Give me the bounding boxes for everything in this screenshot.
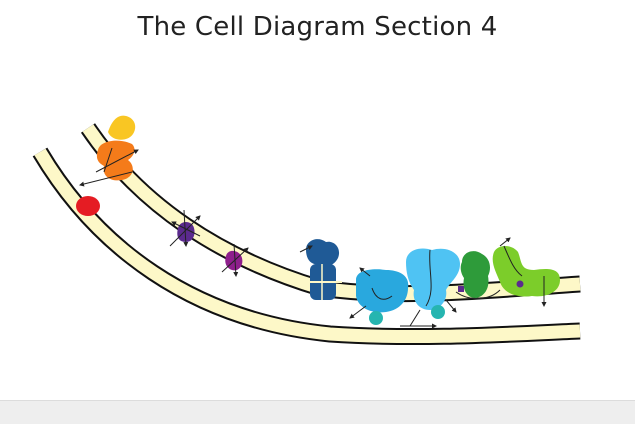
purple-protein [169, 209, 201, 247]
outer-membrane [32, 147, 581, 346]
red-protein [76, 196, 100, 216]
footer-bar [0, 400, 635, 424]
yellow-protein [108, 115, 136, 140]
cyan-protein [349, 267, 409, 325]
quinone-dot [458, 286, 464, 292]
slide: The Cell Diagram Section 4 [32, 12, 581, 346]
cell-membrane-diagram [32, 115, 581, 346]
light-blue-protein [400, 248, 460, 329]
green-protein [455, 251, 501, 299]
lime-protein [492, 237, 560, 307]
orange-protein [79, 140, 139, 187]
navy-protein [299, 239, 342, 300]
slide-title: The Cell Diagram Section 4 [137, 12, 498, 42]
magenta-protein [221, 243, 249, 277]
